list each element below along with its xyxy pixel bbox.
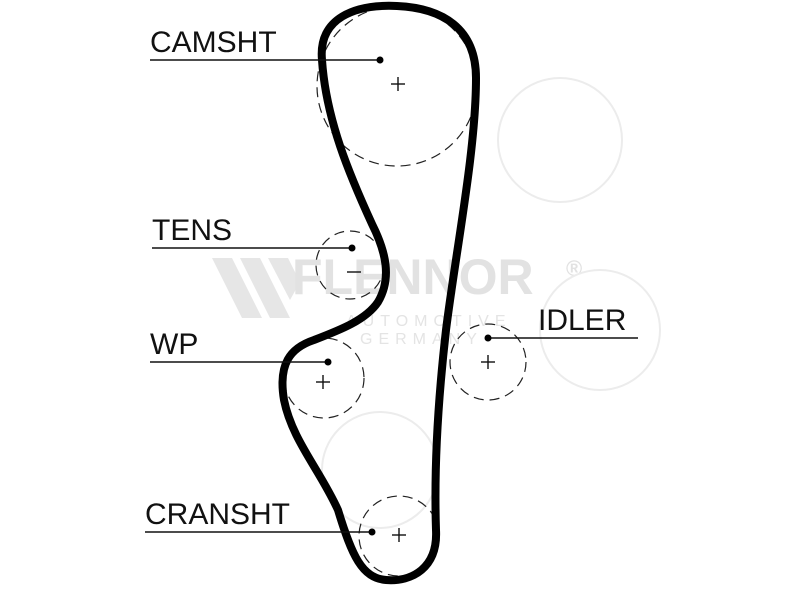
watermark-logo-mark xyxy=(212,258,300,318)
crankshaft-center-icon xyxy=(392,528,406,542)
watermark: FLENNOR ® AUTOMOTIVE GERMANY xyxy=(212,249,582,348)
tensioner-label: TENS xyxy=(152,214,232,247)
camshaft-anchor-dot xyxy=(376,56,384,64)
ghost-pulleys xyxy=(321,77,661,529)
leader-lines xyxy=(145,56,638,536)
watermark-line-germany: GERMANY xyxy=(360,331,483,348)
water-pump-label: WP xyxy=(150,328,198,361)
camshaft-center-icon xyxy=(391,77,405,91)
idler-pulley xyxy=(449,323,527,401)
crankshaft-anchor-dot xyxy=(368,528,376,536)
watermark-brand: FLENNOR xyxy=(292,249,534,305)
water-pump-pulley xyxy=(283,337,365,419)
idler-anchor-dot xyxy=(484,334,492,342)
water-pump-center-icon xyxy=(316,375,330,389)
center-markers xyxy=(316,77,495,542)
tensioner-anchor-dot xyxy=(348,244,356,252)
watermark-registered-mark: ® xyxy=(566,256,582,281)
watermark-line-automotive: AUTOMOTIVE xyxy=(346,313,512,330)
idler-center-icon xyxy=(481,355,495,369)
crankshaft-label: CRANSHT xyxy=(145,498,290,531)
idler-label: IDLER xyxy=(538,304,626,337)
timing-belt xyxy=(278,1,480,585)
water-pump-anchor-dot xyxy=(324,358,332,366)
camshaft-label: CAMSHT xyxy=(150,26,277,59)
